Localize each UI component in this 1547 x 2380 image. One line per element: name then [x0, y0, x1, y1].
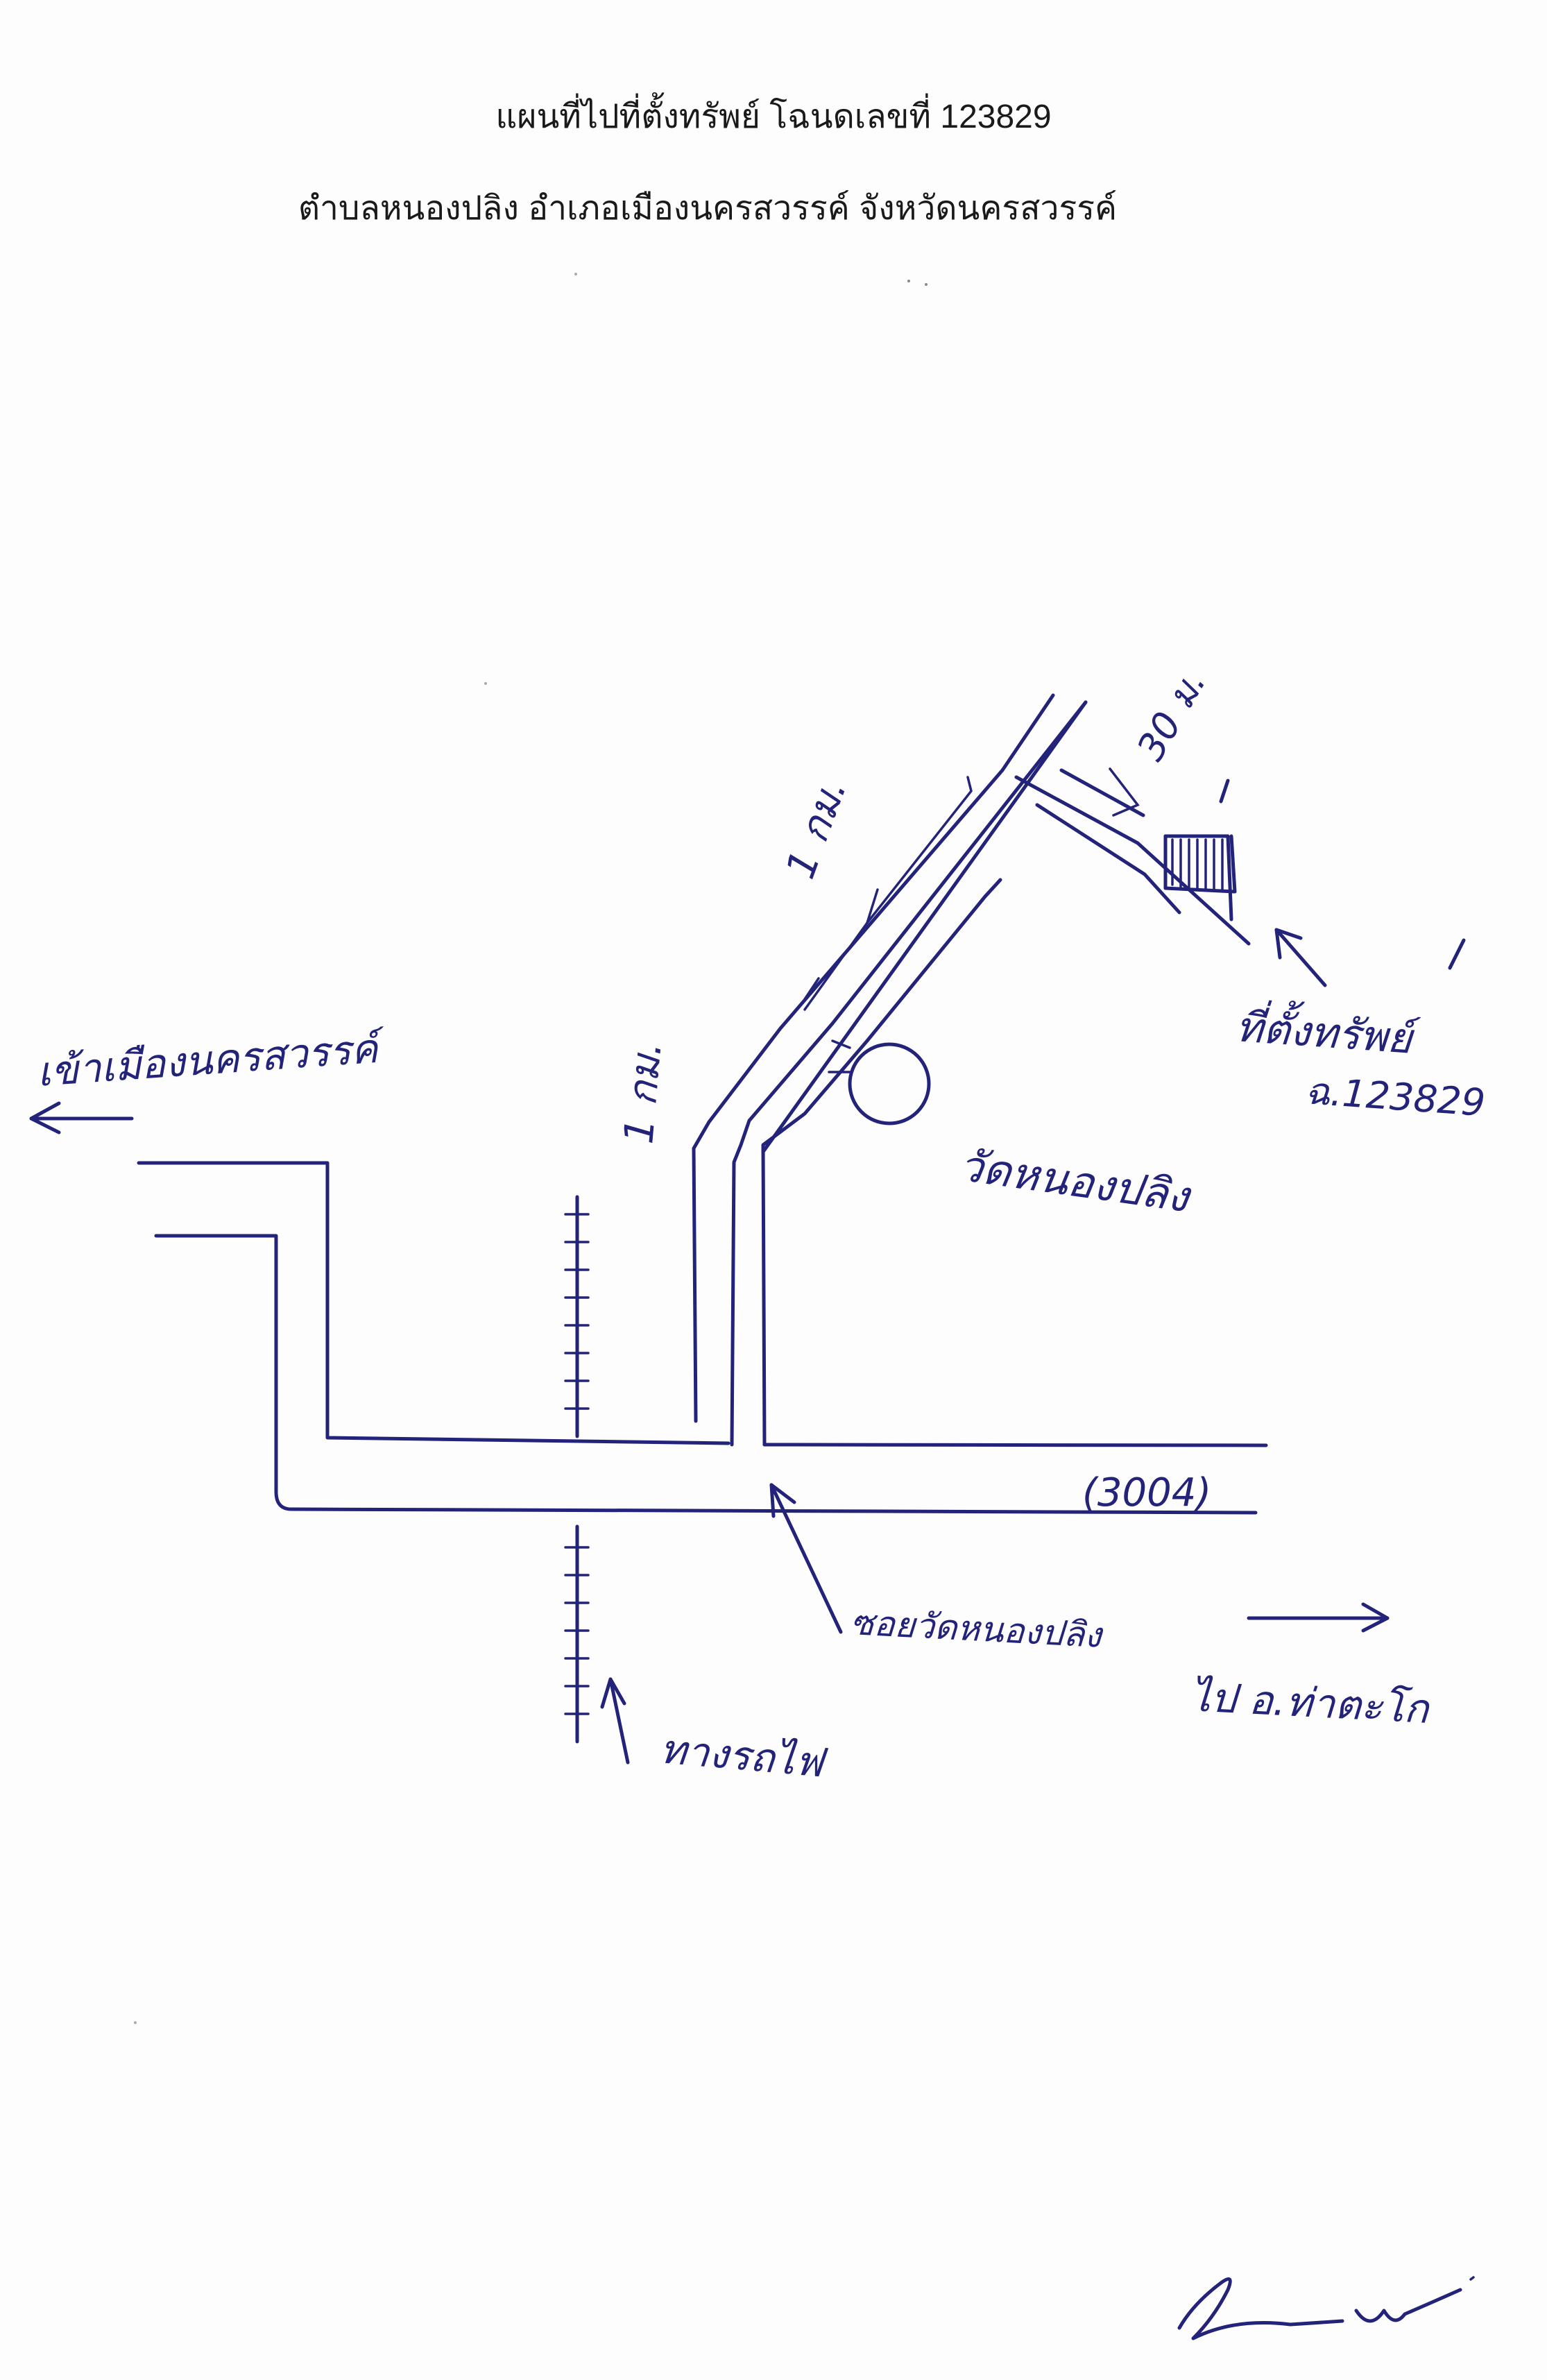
- label-deed-number: ฉ.123829: [1304, 1069, 1487, 1125]
- label-soi-name: ซอยวัดหนองปลิง: [849, 1602, 1104, 1656]
- arrow-property-icon: [1274, 928, 1466, 987]
- label-temple: วัดหนองปลิง: [956, 1140, 1195, 1223]
- label-railway: ทางรถไฟ: [658, 1725, 830, 1787]
- temple-icon: [828, 1039, 931, 1125]
- main-road-3004: [137, 1161, 1268, 1515]
- scan-specks: [134, 273, 928, 2024]
- label-distance-30m: 30 ม.: [1129, 663, 1215, 768]
- label-road-number: (3004): [1082, 1470, 1211, 1515]
- arrow-soi-icon: [769, 1483, 843, 1634]
- distance-marks: [803, 767, 1140, 1011]
- property-parcel-icon: [1163, 779, 1237, 921]
- soi-wat-nong-pling: [692, 693, 1088, 1447]
- label-to-city: เข้าเมืองนครสวรรค์: [35, 1024, 386, 1096]
- label-distance-1km-a: 1 กม.: [776, 772, 855, 885]
- railway-icon: [564, 1195, 590, 1744]
- label-to-district: ไป อ.ท่าตะโก: [1189, 1673, 1432, 1733]
- label-property-location: ที่ตั้งทรัพย์: [1234, 996, 1422, 1064]
- map-subtitle: ตำบลหนองปลิง อำเภอเมืองนครสวรรค์ จังหวัด…: [298, 190, 1118, 227]
- arrow-to-city-icon: [29, 1101, 134, 1134]
- arrow-railway-icon: [600, 1677, 630, 1765]
- signature: [1177, 2276, 1475, 2340]
- label-distance-1km-b: 1 กม.: [615, 1040, 671, 1146]
- arrow-to-district-icon: [1247, 1602, 1390, 1633]
- map-title: แผนที่ไปที่ตั้งทรัพย์ โฉนดเลขที่ 123829: [495, 99, 1052, 135]
